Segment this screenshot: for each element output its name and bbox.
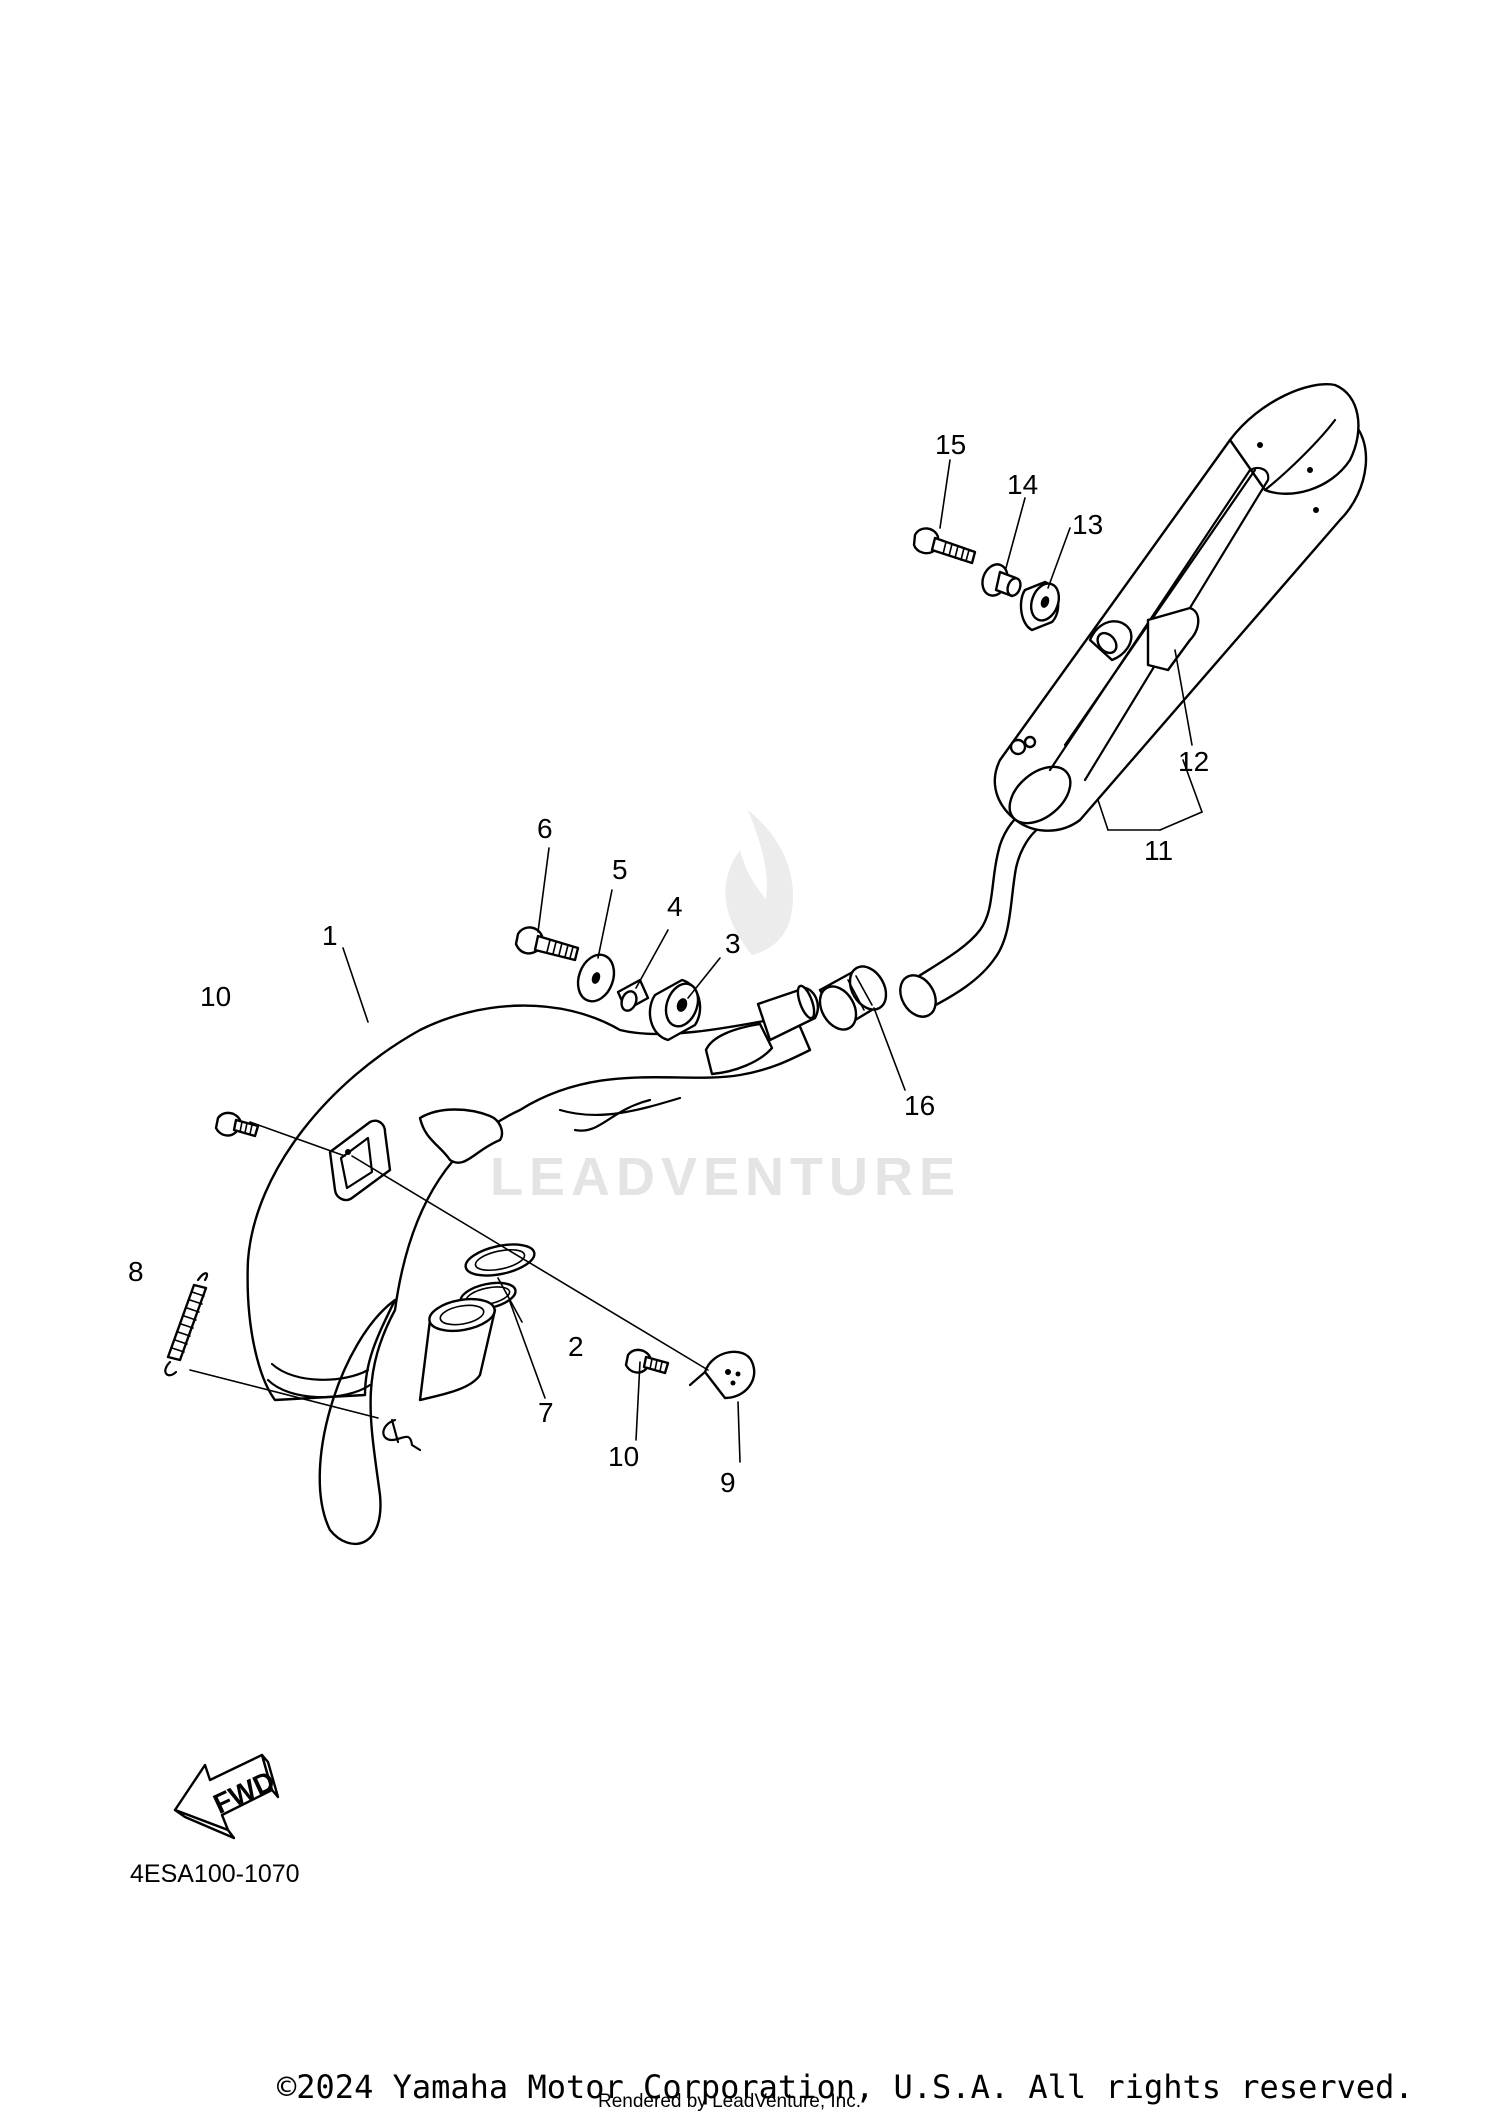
- bracket-part-9[interactable]: [688, 1350, 756, 1400]
- watermark-text: LEADVENTURE: [490, 1147, 961, 1207]
- grommet-part-3[interactable]: [648, 978, 704, 1042]
- callout-7[interactable]: 7: [538, 1397, 554, 1428]
- leadventure-watermark: LEADVENTURE: [490, 810, 961, 1207]
- copyright-notice: ©2024 Yamaha Motor Corporation, U.S.A. A…: [277, 2068, 1414, 2106]
- callout-6[interactable]: 6: [537, 813, 553, 844]
- drawing-code: 4ESA100-1070: [130, 1860, 300, 1888]
- washer-part-5[interactable]: [572, 950, 620, 1007]
- rendered-by-notice: Rendered by LeadVenture, Inc.: [598, 2091, 861, 2112]
- callout-12[interactable]: 12: [1178, 746, 1209, 777]
- bolt-part-6[interactable]: [514, 926, 580, 962]
- joint-pipe[interactable]: [418, 1294, 497, 1402]
- callout-5[interactable]: 5: [612, 854, 628, 885]
- collar-part-4[interactable]: [616, 978, 650, 1013]
- callout-4[interactable]: 4: [667, 891, 683, 922]
- callout-15[interactable]: 15: [935, 429, 966, 460]
- callout-labels: 1 2 3 4 5 6 7 8 9 10 10 11 12 13 14 15 1…: [128, 429, 1209, 1498]
- joint-part-16[interactable]: [813, 960, 894, 1036]
- callout-3[interactable]: 3: [725, 928, 741, 959]
- watermark-flame-logo: [725, 810, 794, 955]
- bolt-part-15[interactable]: [912, 527, 977, 565]
- callout-11[interactable]: 11: [1144, 835, 1173, 866]
- silencer-part-11[interactable]: [893, 383, 1368, 1023]
- callout-10-lower[interactable]: 10: [608, 1441, 639, 1472]
- callout-10-upper[interactable]: 10: [200, 981, 231, 1012]
- callout-16[interactable]: 16: [904, 1090, 935, 1121]
- callout-1[interactable]: 1: [322, 920, 338, 951]
- grommet-part-13[interactable]: [1019, 580, 1064, 632]
- gasket-part-2[interactable]: [463, 1239, 537, 1281]
- collar-part-14[interactable]: [978, 561, 1022, 599]
- callout-8[interactable]: 8: [128, 1256, 144, 1287]
- fwd-arrow-icon: FWD: [173, 1753, 280, 1840]
- spring-part-8[interactable]: [164, 1272, 209, 1377]
- callout-9[interactable]: 9: [720, 1467, 736, 1498]
- leader-lines: [189, 459, 1203, 1463]
- callout-14[interactable]: 14: [1007, 469, 1038, 500]
- callout-2[interactable]: 2: [568, 1331, 584, 1362]
- bolt-part-10-lower[interactable]: [624, 1348, 670, 1375]
- bolt-part-10-upper[interactable]: [214, 1111, 260, 1138]
- callout-13[interactable]: 13: [1072, 509, 1103, 540]
